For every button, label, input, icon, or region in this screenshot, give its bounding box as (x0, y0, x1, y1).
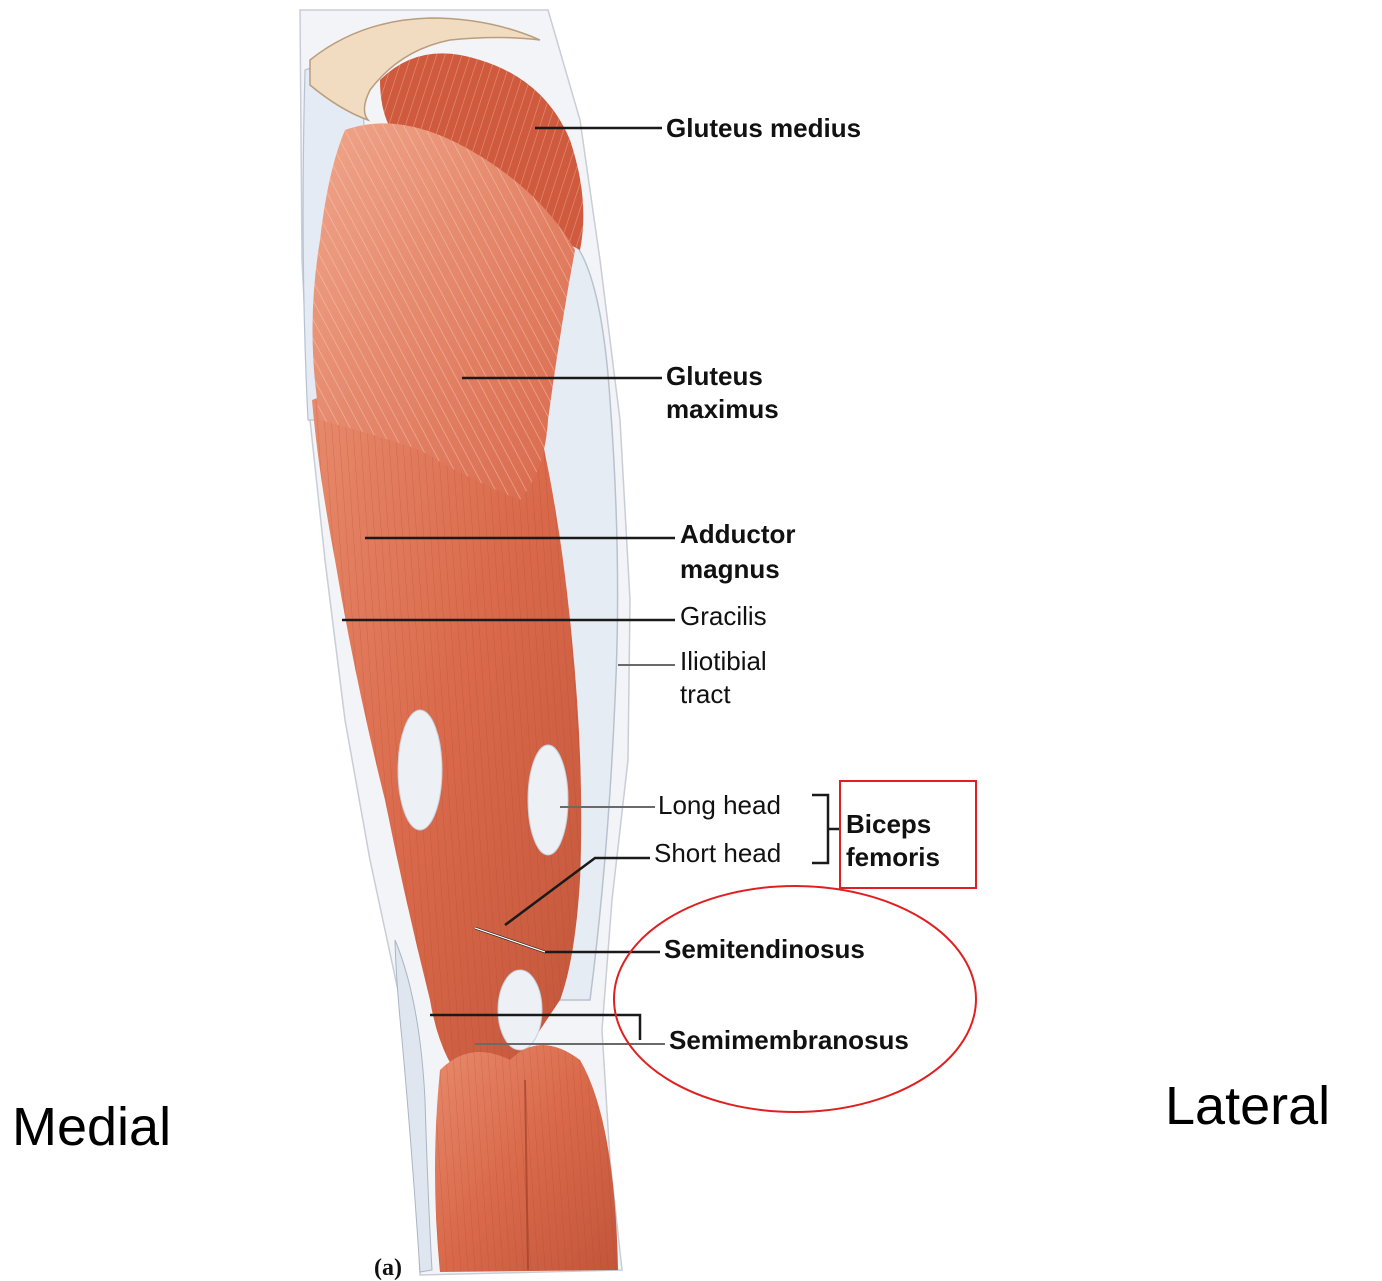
label-iliotibial-1: Iliotibial (680, 646, 767, 676)
tendon-patch-lower (498, 970, 542, 1050)
label-long-head: Long head (658, 790, 781, 820)
label-iliotibial-2: tract (680, 679, 731, 709)
orientation-lateral: Lateral (1165, 1076, 1330, 1136)
label-adductor-magnus-1: Adductor (680, 519, 796, 549)
label-biceps-2: femoris (846, 842, 940, 872)
orientation-medial: Medial (12, 1097, 171, 1157)
semi-muscles-highlight-ellipse (614, 886, 976, 1112)
label-gluteus-maximus-1: Gluteus (666, 361, 763, 391)
label-biceps-1: Biceps (846, 809, 931, 839)
label-short-head: Short head (654, 838, 781, 868)
label-gracilis: Gracilis (680, 601, 767, 631)
label-semimembranosus: Semimembranosus (669, 1025, 909, 1055)
label-gluteus-maximus-2: maximus (666, 394, 779, 424)
tendon-patch-medial (398, 710, 442, 830)
leg-illustration (300, 10, 630, 1275)
tendon-patch-lateral (528, 745, 568, 855)
label-semitendinosus: Semitendinosus (664, 934, 865, 964)
biceps-bracket (812, 795, 828, 863)
label-gluteus-medius: Gluteus medius (666, 113, 861, 143)
panel-label: (a) (374, 1255, 402, 1281)
label-adductor-magnus-2: magnus (680, 554, 780, 584)
